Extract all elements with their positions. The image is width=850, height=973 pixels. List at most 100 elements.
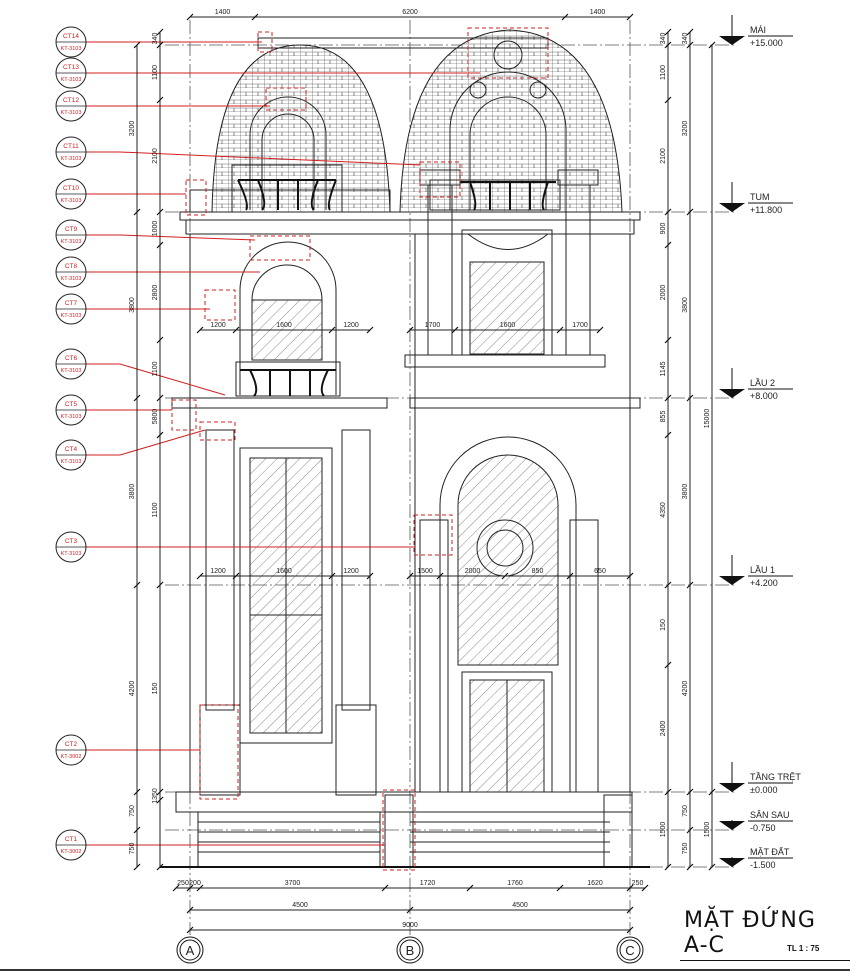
level-triangle-icon: [719, 576, 745, 585]
level-name: TẦNG TRỆT: [750, 772, 801, 782]
left-inner-dimension: 150: [152, 683, 159, 695]
level-name: MẶT ĐẤT: [750, 847, 790, 857]
left-inner-dimension: 1100: [152, 502, 159, 517]
floor2-left-dimension: 1200: [210, 322, 226, 329]
left-inner-dimension: 5800: [152, 409, 159, 425]
floor1-right-dimension: 650: [594, 568, 606, 575]
left-inner-dimension: 1100: [152, 65, 159, 80]
level-elevation: -0.750: [750, 823, 776, 833]
right-inner-dimension: 900: [660, 223, 667, 235]
level-marker: TẦNG TRỆT±0.000: [719, 762, 801, 795]
left-inner-dimension: 1100: [152, 361, 159, 376]
left-inner-dimension: 340: [152, 33, 159, 45]
callout-id: CT4: [65, 446, 78, 453]
left-outer-dimension: 3800: [129, 484, 136, 500]
callout-id: CT9: [65, 226, 78, 233]
callout-id: CT1: [65, 836, 78, 843]
left-inner-dimension: 2100: [152, 148, 159, 164]
right-inner-dimension: 2400: [660, 721, 667, 737]
top-dimension: 1400: [215, 9, 231, 16]
sheet-border: [0, 969, 850, 971]
callout-ref: KT-3103: [61, 276, 82, 282]
drawing-title: MẶT ĐỨNG A-C: [680, 908, 850, 961]
building-facade: [160, 29, 650, 868]
right-mid-dimension: 3800: [682, 484, 689, 500]
axis-label: C: [625, 943, 634, 958]
right-inner-dimension: 2000: [660, 285, 667, 301]
floor1-left-dimension: 1200: [210, 568, 226, 575]
bottom-detail-dimension: 1620: [587, 880, 603, 887]
bottom-detail-dimension: 1760: [507, 880, 523, 887]
left-outer-dimension: 750: [129, 805, 136, 817]
left-inner-dimension: 1350: [152, 788, 159, 804]
callout-ref: KT-3103: [61, 459, 82, 465]
floor1-left-dimension: 1600: [276, 568, 292, 575]
callout-id: CT6: [65, 355, 78, 362]
floor2-left-dimension: 1200: [343, 322, 359, 329]
top-dimension: 1400: [590, 9, 606, 16]
floor2-right-dimension: 1700: [572, 322, 588, 329]
floor2-left-dimension: 1600: [276, 322, 292, 329]
bottom-detail-dimension: 3700: [285, 880, 301, 887]
left-outer-dimension: 4200: [129, 681, 136, 697]
left-outer-dimension: 750: [129, 843, 136, 855]
level-elevation: +8.000: [750, 391, 778, 401]
level-marker: LẦU 1+4.200: [719, 555, 793, 588]
left-inner-dimension: 2800: [152, 285, 159, 301]
level-name: SÂN SAU: [750, 810, 790, 820]
bottom-half-dimension: 4500: [512, 902, 528, 909]
callout-id: CT2: [65, 741, 78, 748]
level-marker: MẶT ĐẤT -1.500: [719, 847, 793, 870]
callout-ref: KT-3103: [61, 414, 82, 420]
right-mid-dimension: 3800: [682, 297, 689, 313]
right-mid-dimension: 3200: [682, 121, 689, 137]
level-triangle-icon: [719, 858, 745, 867]
top-dimension: 6200: [402, 9, 418, 16]
level-triangle-icon: [719, 783, 745, 792]
right-inner-dimension: 340: [660, 33, 667, 45]
bottom-half-dimension: 4500: [292, 902, 308, 909]
axis-bubble-b: B: [396, 936, 424, 964]
level-elevation: +15.000: [750, 38, 783, 48]
floor2-right-dimension: 1700: [425, 322, 441, 329]
callout-ref: KT-3103: [61, 239, 82, 245]
level-elevation: +11.800: [750, 205, 782, 215]
right-inner-dimension: 855: [660, 411, 667, 423]
callout-id: CT12: [63, 97, 79, 104]
roof-ornament: [469, 40, 547, 99]
level-elevation: +4.200: [750, 578, 778, 588]
callout-ref: KT-3002: [61, 754, 82, 760]
floor1-left-dimension: 1200: [343, 568, 359, 575]
level-name: TUM: [750, 192, 770, 202]
level-elevation: -1.500: [750, 860, 776, 870]
left-inner-dimension: 1000: [152, 221, 159, 237]
right-inner-dimension: 2100: [660, 148, 667, 164]
axis-label: A: [186, 943, 195, 958]
right-inner-dimension: 150: [660, 619, 667, 631]
floor1-right-dimension: 2000: [465, 568, 481, 575]
callout-ref: KT-3103: [61, 313, 82, 319]
callout-ref: KT-3103: [61, 77, 82, 83]
level-marker: MÁI+15.000: [719, 15, 793, 48]
callout-id: CT10: [63, 185, 79, 192]
right-inner-dimension: 1145: [660, 361, 667, 376]
level-triangle-icon: [719, 203, 745, 212]
level-name: LẦU 2: [750, 378, 775, 388]
callout-id: CT5: [65, 401, 78, 408]
bottom-detail-dimension: 250: [177, 880, 189, 887]
level-triangle-icon: [719, 389, 745, 398]
